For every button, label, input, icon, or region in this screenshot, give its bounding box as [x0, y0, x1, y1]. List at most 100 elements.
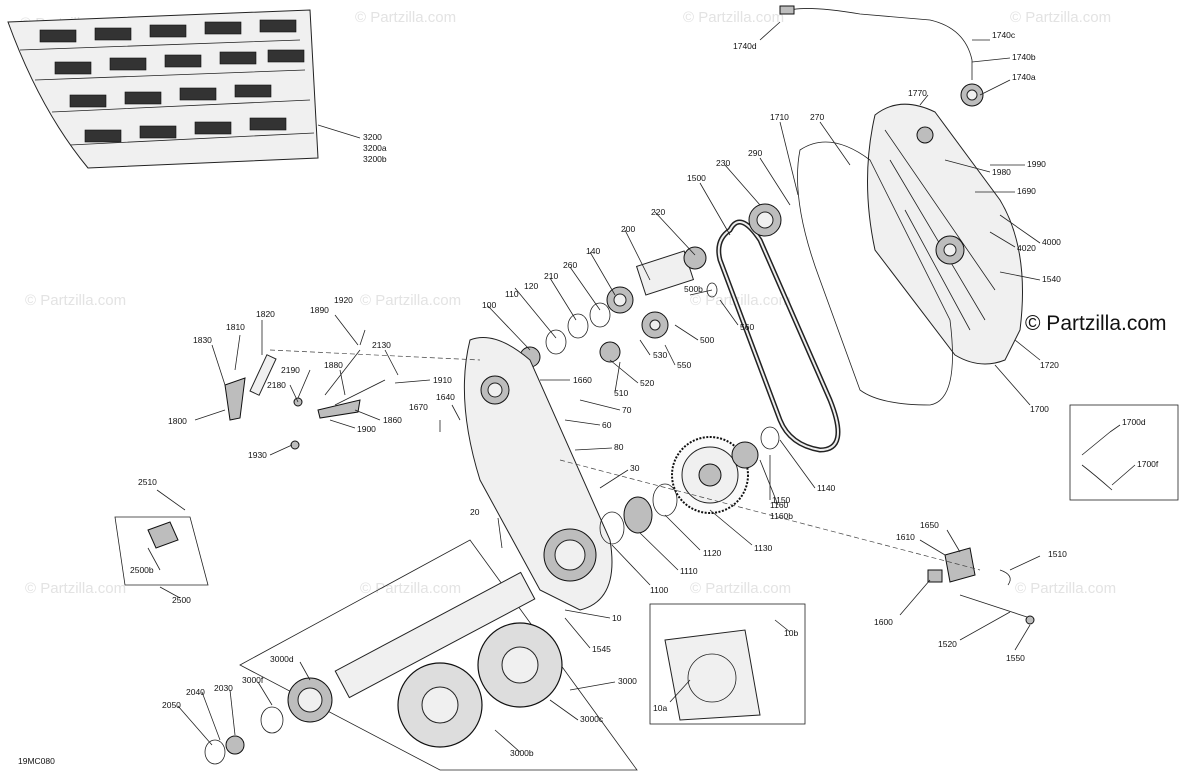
- part-label: 510: [614, 388, 628, 398]
- part-label: 1670: [409, 402, 428, 412]
- part-label: 2190: [281, 365, 300, 375]
- part-label: 1545: [592, 644, 611, 654]
- part-label: 2510: [138, 477, 157, 487]
- part-label: 4000: [1042, 237, 1061, 247]
- shift-shaft-assembly: [559, 459, 1035, 625]
- part-label: 1800: [168, 416, 187, 426]
- speed-sensor-cable: [779, 5, 984, 107]
- part-label: 3200b: [363, 154, 387, 164]
- part-label: 1610: [896, 532, 915, 542]
- part-label: 2050: [162, 700, 181, 710]
- track-illustration: [7, 9, 361, 169]
- part-label: 1600: [874, 617, 893, 627]
- part-label: 4020: [1017, 243, 1036, 253]
- watermark: © Partzilla.com: [1015, 580, 1116, 597]
- part-label: 10b: [784, 628, 798, 638]
- part-label: 1990: [1027, 159, 1046, 169]
- part-label: 2180: [267, 380, 286, 390]
- part-label: 2500: [172, 595, 191, 605]
- watermark: © Partzilla.com: [360, 292, 461, 309]
- chaincase-housing: [463, 337, 613, 611]
- upper-shaft-assembly: [519, 246, 718, 368]
- part-label: 2130: [372, 340, 391, 350]
- detail-box-10: [649, 603, 806, 725]
- shift-linkage: [224, 349, 481, 450]
- chaincase-cover: [867, 103, 1023, 365]
- watermark: © Partzilla.com: [25, 580, 126, 597]
- watermark: © Partzilla.com: [690, 292, 791, 309]
- part-label: 1510: [1048, 549, 1067, 559]
- part-label: 1820: [256, 309, 275, 319]
- part-label: 3200a: [363, 143, 387, 153]
- part-label: 1740d: [733, 41, 757, 51]
- part-label: 3200: [363, 132, 382, 142]
- drive-shaft-box: [204, 539, 638, 771]
- part-label: 1980: [992, 167, 1011, 177]
- part-label: 270: [810, 112, 824, 122]
- part-label: 110: [505, 289, 519, 299]
- part-label: 1540: [1042, 274, 1061, 284]
- detail-box-2500: [114, 516, 209, 586]
- part-label: 120: [524, 281, 538, 291]
- part-label: 2040: [186, 687, 205, 697]
- part-label: 1520: [938, 639, 957, 649]
- part-label: 1900: [357, 424, 376, 434]
- part-label: 1130: [754, 543, 773, 553]
- part-label: 1120: [703, 548, 722, 558]
- part-label: 1550: [1006, 653, 1025, 663]
- part-label: 1930: [248, 450, 267, 460]
- part-label: 1830: [193, 335, 212, 345]
- watermarks: © Partzilla.com © Partzilla.com © Partzi…: [20, 9, 1116, 597]
- part-label: 520: [640, 378, 654, 388]
- part-label: 1110: [680, 566, 698, 576]
- part-label: 1640: [436, 392, 455, 402]
- watermark: © Partzilla.com: [683, 9, 784, 26]
- part-label: 10a: [653, 703, 667, 713]
- part-label: 3000c: [580, 714, 604, 724]
- part-label: 2500b: [130, 565, 154, 575]
- part-label: 1140: [817, 483, 836, 493]
- part-label: 210: [544, 271, 558, 281]
- part-labels: 3200 3200a 3200b 1740c 1740d 1740b 1740a…: [130, 30, 1159, 758]
- diagram-id: 19MC080: [18, 756, 55, 766]
- part-label: 80: [614, 442, 624, 452]
- part-label: 1650: [920, 520, 939, 530]
- part-label: 1700d: [1122, 417, 1146, 427]
- part-label: 1910: [433, 375, 452, 385]
- part-label: 530: [653, 350, 667, 360]
- part-label: 3000b: [510, 748, 534, 758]
- part-label: 550: [677, 360, 691, 370]
- part-label: 70: [622, 405, 632, 415]
- drive-sprocket: [477, 622, 563, 708]
- part-label: 1740c: [992, 30, 1016, 40]
- watermark: © Partzilla.com: [360, 580, 461, 597]
- lower-gear: [599, 426, 780, 545]
- part-label: 3000d: [270, 654, 294, 664]
- part-label: 3000: [618, 676, 637, 686]
- part-label: 20: [470, 507, 480, 517]
- part-label: 1690: [1017, 186, 1036, 196]
- part-label: 1720: [1040, 360, 1059, 370]
- part-label: 1740b: [1012, 52, 1036, 62]
- leader-lines: [147, 21, 1136, 753]
- part-label: 290: [748, 148, 762, 158]
- part-label: 200: [621, 224, 635, 234]
- part-label: 260: [563, 260, 577, 270]
- part-label: 1770: [908, 88, 927, 98]
- part-label: 1740a: [1012, 72, 1036, 82]
- part-label: 220: [651, 207, 665, 217]
- watermark: © Partzilla.com: [1010, 9, 1111, 26]
- part-label: 1810: [226, 322, 245, 332]
- part-label: 1150: [772, 495, 791, 505]
- watermark: © Partzilla.com: [690, 580, 791, 597]
- part-label: 1500: [687, 173, 706, 183]
- part-label: 1860: [383, 415, 402, 425]
- drive-sprocket: [397, 662, 483, 748]
- part-label: 30: [630, 463, 640, 473]
- part-label: 1160: [770, 500, 789, 510]
- watermark: © Partzilla.com: [25, 292, 126, 309]
- part-label: 1710: [770, 112, 789, 122]
- part-label: 10: [612, 613, 622, 623]
- part-label: 100: [482, 300, 496, 310]
- part-label: 60: [602, 420, 612, 430]
